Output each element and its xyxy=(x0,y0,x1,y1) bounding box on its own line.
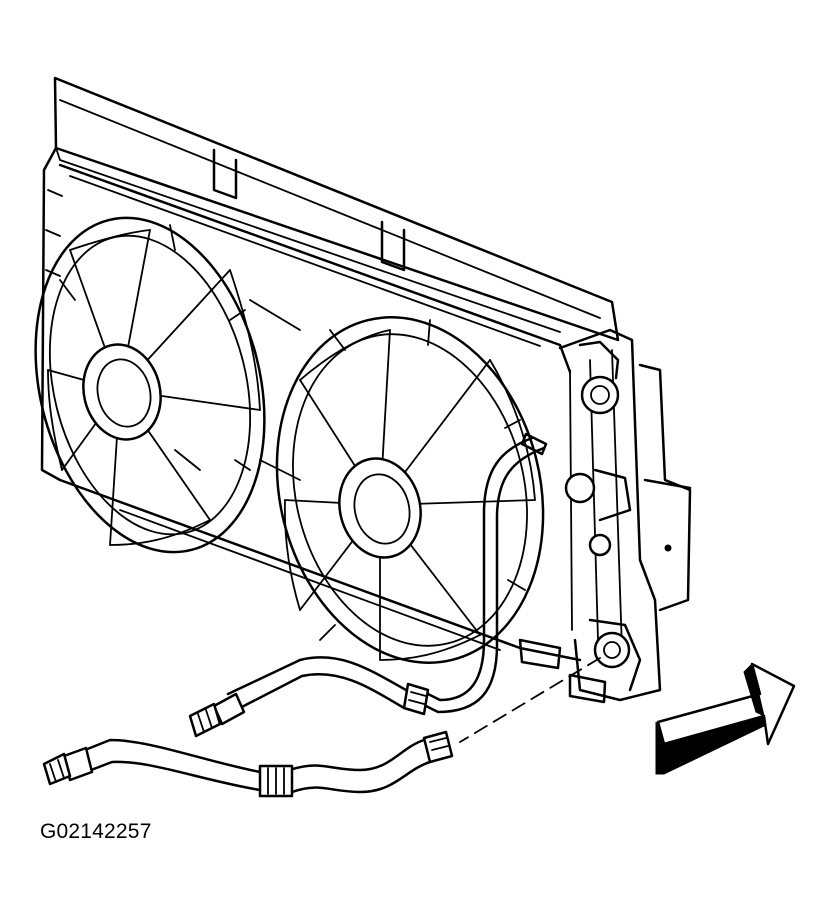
lower-cooler-line xyxy=(42,657,601,798)
shroud-struts xyxy=(174,299,301,481)
front-of-vehicle-arrow-icon xyxy=(655,662,796,775)
right-cooling-fan xyxy=(275,316,545,664)
figure-id-label: G02142257 xyxy=(40,820,152,843)
upper-cooler-line xyxy=(188,432,548,738)
radiator-housing xyxy=(40,76,620,662)
transmission-oil-cooler xyxy=(518,328,692,704)
left-cooling-fan xyxy=(34,216,266,554)
